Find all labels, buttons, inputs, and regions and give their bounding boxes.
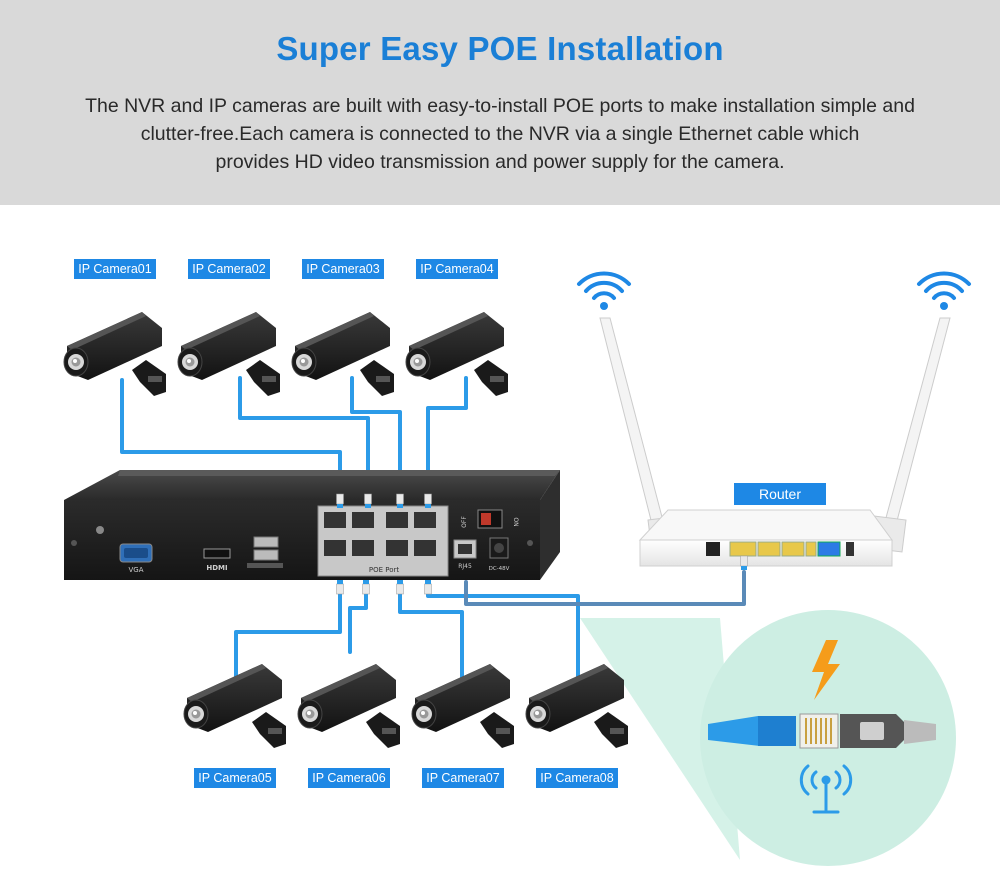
camera-03 (291, 311, 395, 397)
nvr-recorder: VGA HDMI POE Port RJ45 (64, 470, 560, 595)
router-label: Router (734, 483, 826, 505)
camera-label-04: IP Camera04 (416, 259, 498, 279)
power-switch: OFF ON (461, 509, 519, 529)
hdmi-port: HDMI (203, 548, 231, 572)
camera-label-02: IP Camera02 (188, 259, 270, 279)
cable-camera02 (238, 376, 370, 497)
off-label: OFF (461, 516, 468, 528)
camera-label-05: IP Camera05 (194, 768, 276, 788)
camera-07 (411, 663, 515, 749)
router (599, 317, 951, 571)
camera-label-08: IP Camera08 (536, 768, 618, 788)
page-title: Super Easy POE Installation (276, 30, 724, 67)
camera-label-01: IP Camera01 (74, 259, 156, 279)
dc-label: DC-48V (489, 566, 510, 572)
camera-05 (183, 663, 287, 749)
camera-06 (297, 663, 401, 749)
poe-port-label: POE Port (369, 566, 400, 574)
cable-camera03 (350, 376, 402, 497)
camera-01 (63, 311, 167, 397)
vga-label: VGA (128, 566, 143, 574)
hdmi-label: HDMI (206, 564, 227, 572)
dc-power-port: DC-48V (489, 537, 510, 572)
lightning-icon (812, 640, 840, 700)
camera-label-03: IP Camera03 (302, 259, 384, 279)
on-label: ON (512, 517, 519, 526)
camera-label-06: IP Camera06 (308, 768, 390, 788)
wifi-icon (917, 271, 971, 312)
rj45-uplink-port: RJ45 (453, 539, 477, 570)
cable-camera05 (234, 578, 342, 682)
ethernet-plug-icon (708, 713, 936, 749)
antenna-signal-icon (799, 764, 853, 814)
camera-label-07: IP Camera07 (422, 768, 504, 788)
description-line-2: clutter-free.Each camera is connected to… (140, 123, 860, 145)
cable-camera04 (426, 376, 468, 497)
cable-camera07 (398, 578, 464, 684)
description-line-1: The NVR and IP cameras are built with ea… (85, 95, 915, 117)
page-description: The NVR and IP cameras are built with ea… (0, 92, 1000, 176)
header-banner (0, 0, 1000, 205)
camera-04 (405, 311, 509, 397)
wifi-icon (577, 271, 631, 312)
rj45-label: RJ45 (458, 563, 472, 570)
description-line-3: provides HD video transmission and power… (215, 151, 785, 173)
camera-02 (177, 311, 281, 397)
usb-ports (247, 536, 283, 568)
cable-camera08 (426, 578, 580, 684)
camera-08 (525, 663, 629, 749)
vga-port: VGA (119, 543, 153, 574)
poe-port-block: POE Port (317, 505, 449, 577)
cable-router (464, 570, 746, 606)
